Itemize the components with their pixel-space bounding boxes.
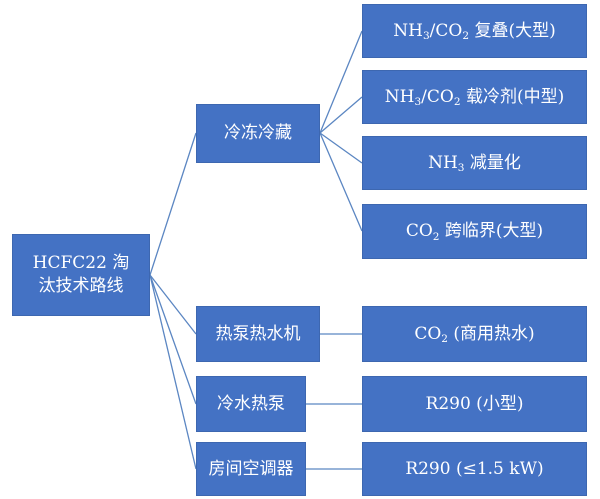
- connector-root-cat-2: [149, 274, 197, 405]
- solution-node-nh3-reduction: NH3 减量化: [362, 136, 587, 190]
- category-node-heat-pump-water-heater: 热泵热水机: [196, 306, 320, 362]
- solution-label: R290 (小型): [425, 393, 524, 414]
- solution-label: R290 (≤1.5 kW): [405, 458, 544, 479]
- connector-root-cat-3: [149, 274, 197, 470]
- solution-label: CO2 (商用热水): [414, 323, 535, 346]
- solution-label: NH3/CO2 载冷剂(中型): [384, 86, 565, 109]
- category-label: 热泵热水机: [215, 323, 301, 344]
- solution-label: CO2 跨临界(大型): [405, 221, 544, 243]
- category-node-chiller-heat-pump: 冷水热泵: [196, 376, 306, 432]
- root-label-line1: HCFC22 淘: [32, 253, 130, 274]
- solution-node-nh3-co2-cascade: NH3/CO2 复叠(大型): [362, 4, 587, 58]
- category-label: 房间空调器: [208, 458, 294, 479]
- category-label: 冷水热泵: [217, 393, 285, 414]
- solution-node-co2-transcritical: CO2 跨临界(大型): [362, 204, 587, 259]
- category-label: 冷冻冷藏: [224, 123, 292, 144]
- connector-cat-0-sol-3: [319, 132, 363, 232]
- solution-node-co2-commercial-hot-water: CO2 (商用热水): [362, 306, 587, 362]
- category-node-refrigeration: 冷冻冷藏: [196, 104, 320, 163]
- solution-label: NH3/CO2 复叠(大型): [393, 20, 556, 43]
- solution-node-nh3-co2-secondary: NH3/CO2 载冷剂(中型): [362, 70, 587, 124]
- connector-cat-0-sol-2: [319, 132, 363, 164]
- solution-label: NH3 减量化: [428, 152, 521, 175]
- connector-root-cat-1: [149, 274, 197, 335]
- connector-root-cat-0: [149, 132, 197, 276]
- root-node: HCFC22 淘 汰技术路线: [12, 234, 150, 316]
- connector-cat-0-sol-1: [319, 96, 363, 134]
- solution-node-r290-small: R290 (小型): [362, 376, 587, 432]
- root-label-line2: 汰技术路线: [38, 276, 124, 296]
- category-node-room-air-conditioner: 房间空调器: [196, 442, 306, 496]
- connector-cat-0-sol-0: [319, 30, 363, 134]
- solution-node-r290-1-5kw: R290 (≤1.5 kW): [362, 442, 587, 496]
